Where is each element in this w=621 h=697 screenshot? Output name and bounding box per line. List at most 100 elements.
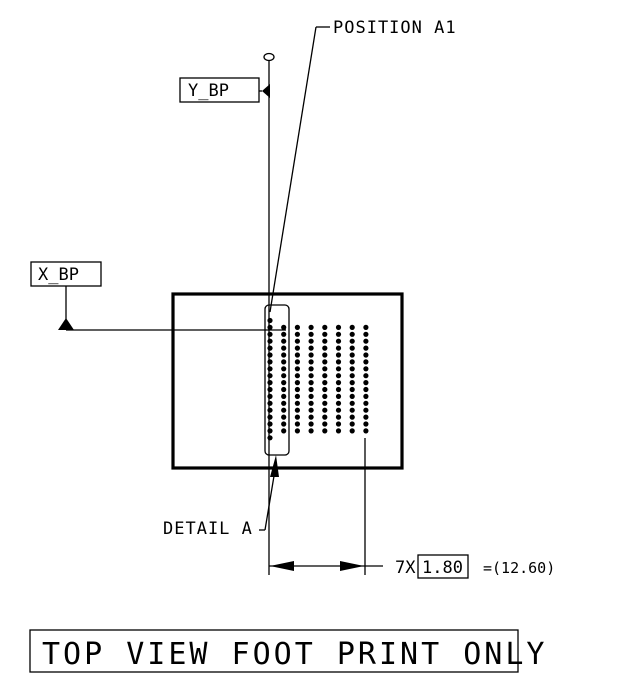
pad [363, 428, 369, 434]
pad [363, 373, 369, 379]
pad [363, 380, 369, 386]
pad [322, 421, 328, 427]
x-bp-datum: X_BP [30, 261, 286, 331]
pad [335, 400, 342, 406]
pad [281, 380, 287, 386]
pad [349, 380, 355, 386]
component-body-outline [171, 292, 404, 470]
pad [335, 366, 342, 372]
pad [363, 407, 369, 413]
pad [281, 428, 287, 434]
pad [281, 366, 287, 372]
pad [349, 324, 355, 330]
pad [349, 345, 355, 351]
detail-a-arrowhead [270, 455, 279, 477]
pad [281, 352, 287, 358]
pad [363, 324, 369, 330]
pad [335, 345, 342, 351]
pad [281, 331, 287, 337]
pad [335, 338, 342, 344]
pad [308, 345, 314, 351]
pad [322, 407, 328, 413]
pad [294, 366, 300, 372]
pad [294, 428, 300, 434]
pad [322, 338, 328, 344]
pad [281, 324, 287, 330]
pad [322, 331, 328, 337]
pad [267, 373, 273, 379]
dimension-arrow-right [340, 561, 364, 571]
y-bp-label: Y_BP [188, 81, 229, 101]
x-bp-label: X_BP [38, 265, 79, 285]
detail-a-label: DETAIL A [163, 519, 253, 539]
pad [322, 352, 328, 358]
pad [308, 366, 314, 372]
pad [322, 428, 328, 434]
pad [335, 324, 342, 330]
pad [349, 373, 355, 379]
pad [322, 380, 328, 386]
pad [281, 393, 287, 399]
pad [294, 331, 300, 337]
pad [267, 414, 273, 420]
pad [335, 407, 342, 413]
pad [267, 338, 273, 344]
detail-a-frame [264, 304, 290, 456]
pad [349, 407, 355, 413]
pad [308, 386, 314, 393]
pad [335, 421, 342, 427]
pad [294, 393, 300, 399]
pad [335, 331, 342, 337]
pad [294, 338, 300, 344]
x-bp-box [30, 261, 102, 287]
pad [308, 373, 314, 379]
pad [335, 428, 342, 434]
x-bp-datum-triangle [58, 318, 74, 330]
pad [349, 366, 355, 372]
pad [281, 386, 287, 393]
pad [322, 324, 328, 330]
pad [363, 421, 369, 427]
pad [281, 400, 287, 406]
pad [267, 400, 273, 406]
pad [349, 400, 355, 406]
pad [349, 414, 355, 420]
pad [308, 400, 314, 406]
pad [267, 386, 273, 393]
title-box [29, 629, 519, 673]
pad [281, 359, 287, 365]
pad [308, 324, 314, 330]
dimension-count: 7X [395, 558, 416, 578]
pad [308, 393, 314, 399]
pad [363, 400, 369, 406]
pad [363, 345, 369, 351]
pad [267, 393, 273, 399]
pad [363, 331, 369, 337]
pad [267, 380, 273, 386]
dimension-pitch-value: 1.80 [422, 558, 463, 578]
pad [294, 352, 300, 358]
dimension-basic-box [417, 554, 469, 579]
pad [308, 331, 314, 337]
pad [322, 373, 328, 379]
view-title: TOP VIEW FOOT PRINT ONLY [29, 629, 544, 673]
pad [363, 414, 369, 420]
pad [349, 331, 355, 337]
pad [281, 345, 287, 351]
y-bp-datum-triangle [262, 84, 270, 98]
pad [294, 421, 300, 427]
pad [267, 352, 273, 358]
pad [267, 421, 273, 427]
pad [308, 338, 314, 344]
pad [349, 359, 355, 365]
pad [294, 373, 300, 379]
dimension-arrow-left [270, 561, 294, 571]
pad [281, 414, 287, 420]
pad [294, 386, 300, 393]
pad [322, 359, 328, 365]
pad [267, 428, 273, 434]
pad [335, 359, 342, 365]
pad [281, 373, 287, 379]
dimension-total: =(12.60) [483, 559, 555, 577]
